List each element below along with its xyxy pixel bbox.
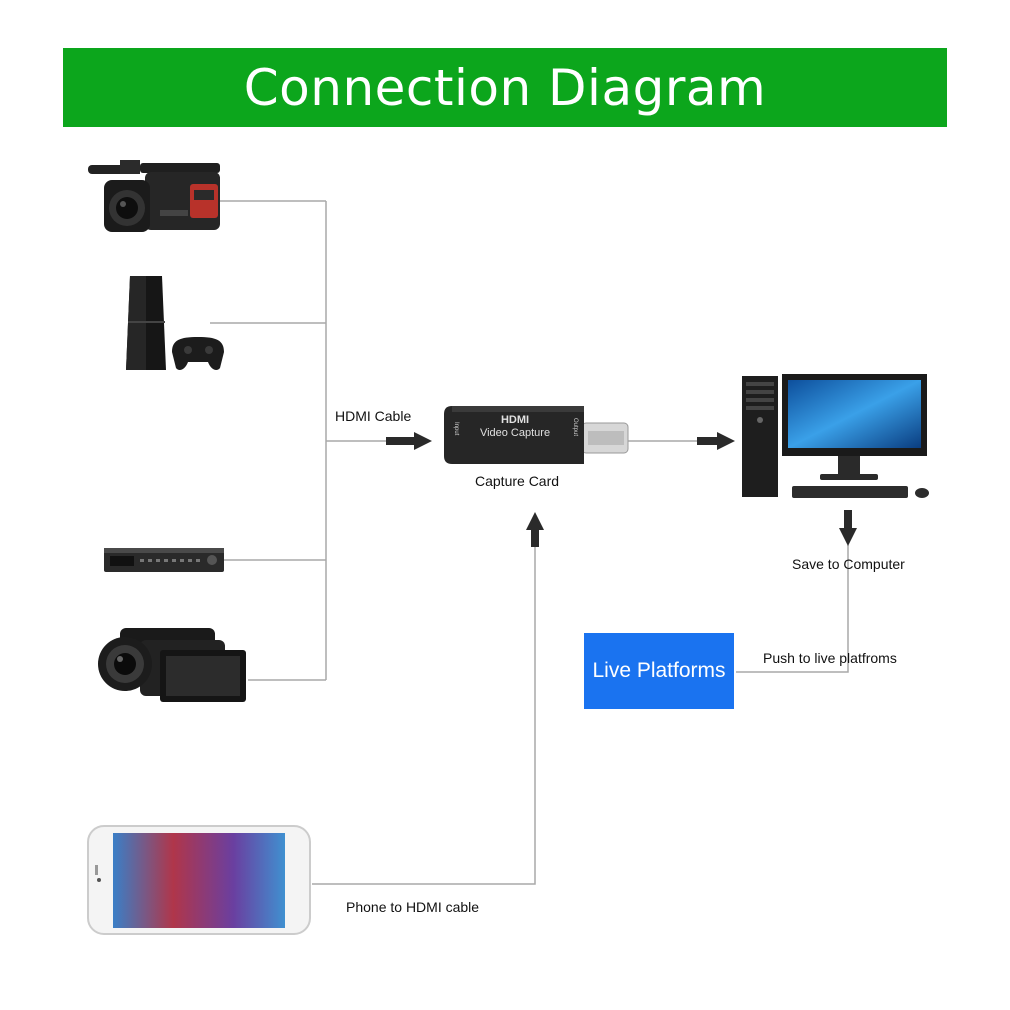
hdmi-cable-label: HDMI Cable — [335, 408, 412, 424]
phone-to-hdmi-label: Phone to HDMI cable — [346, 899, 480, 915]
game-console-icon — [126, 276, 224, 370]
capture-card-icon: HDMI Video Capture Input Output — [444, 406, 629, 464]
save-to-computer-label: Save to Computer — [792, 556, 905, 572]
smartphone-icon — [87, 825, 311, 935]
live-platforms-box: Live Platforms — [584, 633, 734, 709]
capture-card-input-label: Input — [453, 422, 459, 436]
set-top-box-icon — [104, 548, 224, 572]
pc-to-live-wire — [736, 545, 849, 673]
capture-card-output-label: Output — [572, 418, 578, 436]
camcorder-icon — [88, 160, 220, 232]
handycam-icon — [98, 628, 246, 702]
arrow-phone-to-card — [526, 512, 544, 547]
title-banner: Connection Diagram — [63, 48, 947, 127]
phone-wire — [312, 545, 536, 885]
live-platforms-label: Live Platforms — [592, 659, 726, 682]
push-to-live-label: Push to live platfroms — [763, 650, 897, 666]
connector-lines — [210, 200, 849, 885]
computer-icon — [742, 374, 929, 498]
arrow-to-capture-card — [386, 432, 432, 450]
capture-card-brand: HDMI — [501, 414, 529, 426]
arrow-save-to-computer — [839, 510, 857, 546]
diagram-title: Connection Diagram — [243, 58, 767, 117]
arrows — [386, 432, 857, 547]
arrow-to-computer — [697, 432, 735, 450]
capture-card-model: Video Capture — [480, 427, 550, 439]
capture-card-label: Capture Card — [475, 473, 560, 489]
